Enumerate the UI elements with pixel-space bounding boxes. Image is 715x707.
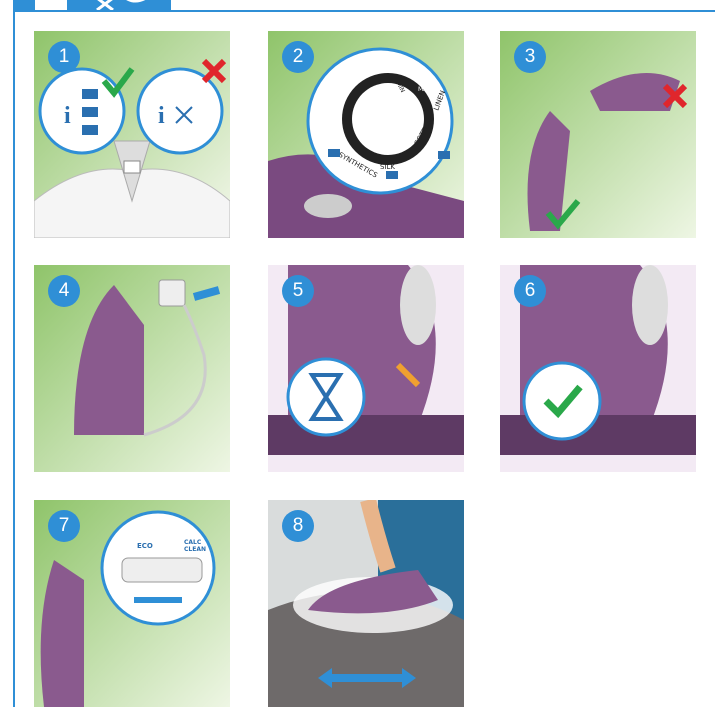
dial-label-silk: SILK <box>380 163 395 171</box>
step-panel-7: ECO CALC CLEAN 7 <box>34 500 230 707</box>
step-number: 3 <box>514 41 546 73</box>
step-panel-2: SYNTHETICS SILK COTTON LINEN MAX MIN 2 <box>268 31 464 238</box>
dial-label-max: MAX <box>418 86 431 93</box>
plug-icon <box>159 280 185 306</box>
step-number: 8 <box>282 510 314 542</box>
step-number: 5 <box>282 275 314 307</box>
step-number: 2 <box>282 41 314 73</box>
svg-text:i: i <box>64 103 71 129</box>
step-panel-5: 5 <box>268 265 464 472</box>
step-number: 1 <box>48 41 80 73</box>
step-number: 7 <box>48 510 80 542</box>
step-panel-6: 6 <box>500 265 696 472</box>
control-label-calc: CALC <box>184 539 202 546</box>
control-label-eco: ECO <box>137 542 153 550</box>
step-panel-3: 3 <box>500 31 696 238</box>
control-label-clean: CLEAN <box>184 546 206 553</box>
step-panel-8: 8 <box>268 500 464 707</box>
step-number: 6 <box>514 275 546 307</box>
svg-text:i: i <box>158 103 165 129</box>
step-panel-1: i i 1 <box>34 31 230 238</box>
step-panel-4: 4 <box>34 265 230 472</box>
step-number: 4 <box>48 275 80 307</box>
